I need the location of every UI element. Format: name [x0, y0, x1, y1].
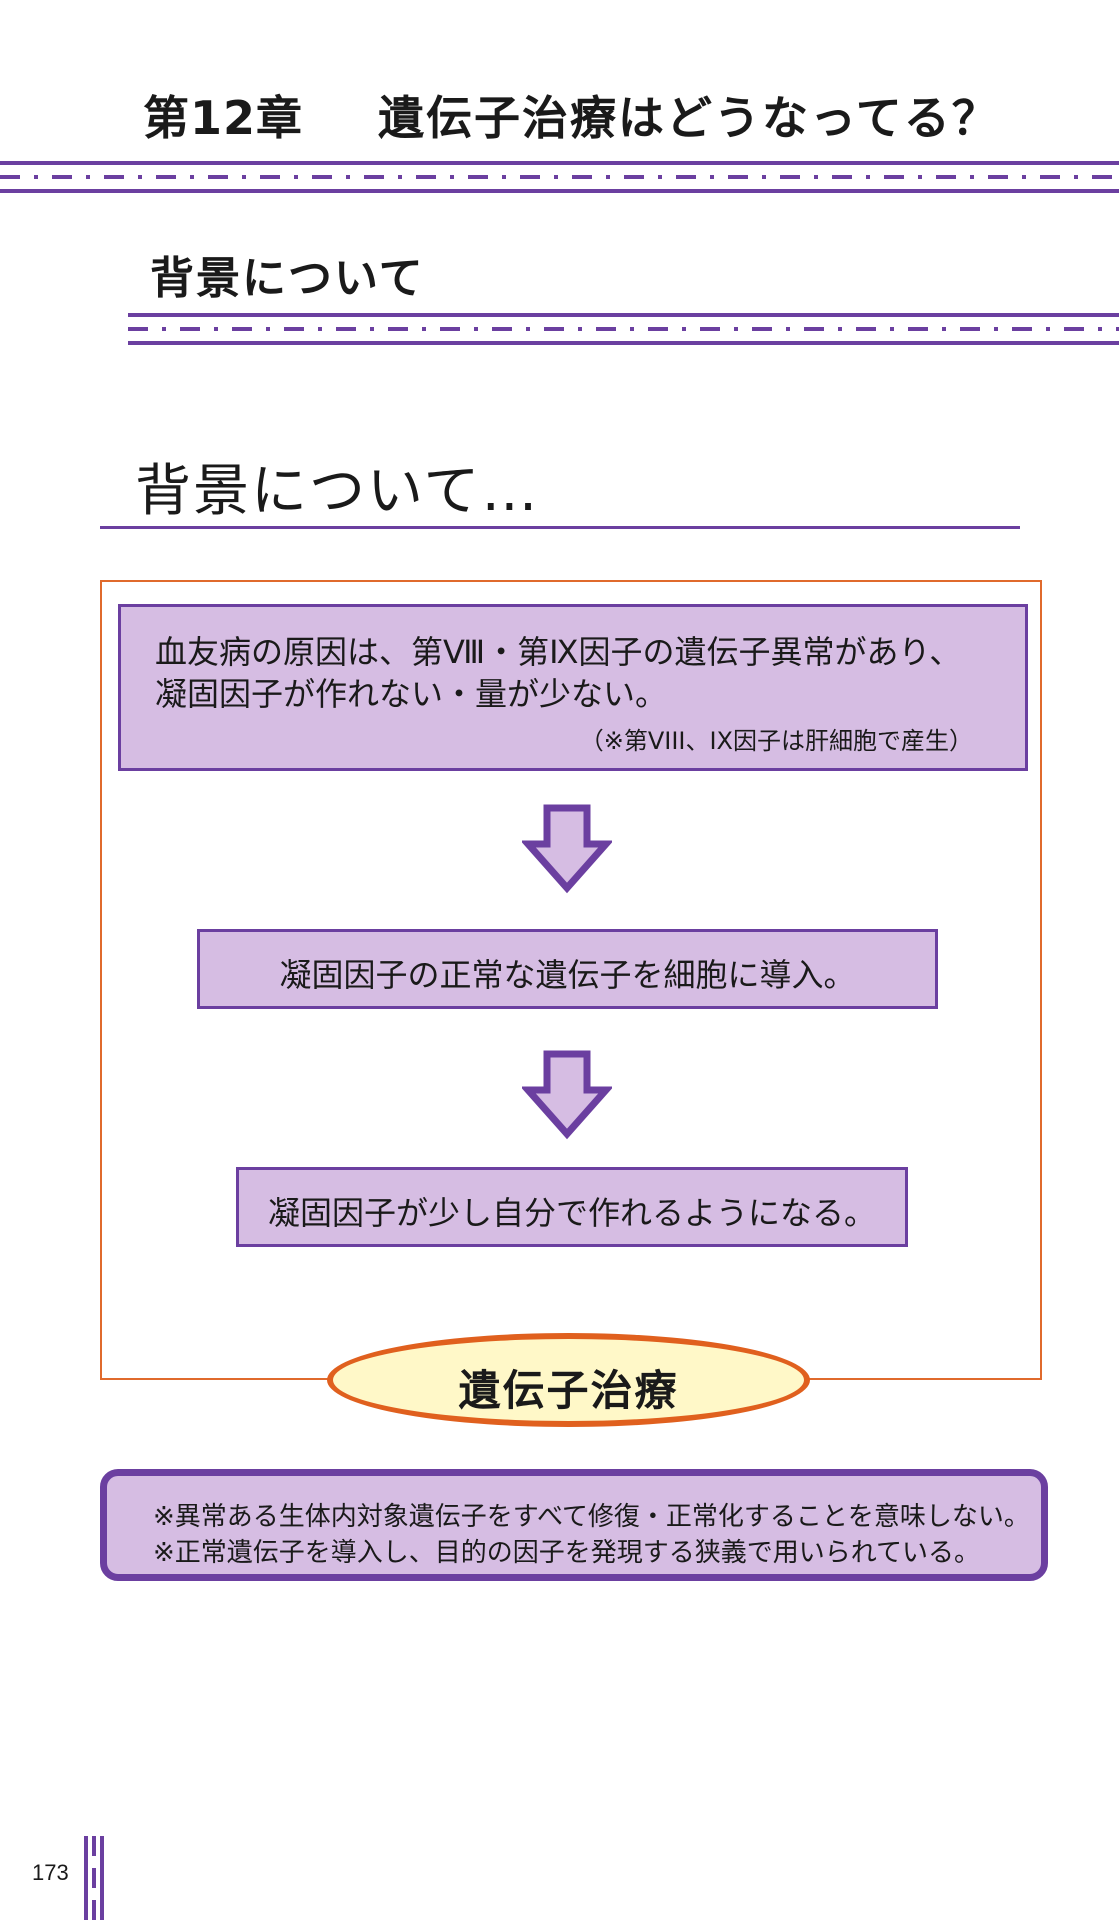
margin-mark-right: [100, 1836, 104, 1920]
slide-title: 背景について…: [135, 459, 540, 524]
down-arrow-icon: [522, 804, 612, 894]
chapter-rule-dashed: [0, 175, 1119, 179]
definition-note-box: ※異常ある生体内対象遺伝子をすべて修復・正常化することを意味しない。 ※正常遺伝…: [100, 1469, 1048, 1581]
chapter-number: 第12章: [143, 91, 304, 145]
section-rule-bottom: [128, 341, 1119, 345]
cause-line-2: 凝固因子が作れない・量が少ない。: [155, 675, 668, 713]
section-title: 背景について: [150, 253, 425, 304]
margin-mark-left: [84, 1836, 88, 1920]
down-arrow-icon: [522, 1050, 612, 1140]
gene-introduction-text: 凝固因子の正常な遺伝子を細胞に導入。: [279, 956, 856, 994]
chapter-rule-top: [0, 161, 1119, 165]
margin-mark-dashed: [92, 1836, 96, 1920]
section-rule-top: [128, 313, 1119, 317]
flow-step-gene-introduction: 凝固因子の正常な遺伝子を細胞に導入。: [197, 929, 938, 1009]
gene-therapy-label-text: 遺伝子治療: [458, 1366, 679, 1415]
cause-line-1: 血友病の原因は、第Ⅷ・第Ⅸ因子の遺伝子異常があり、: [155, 633, 962, 671]
gene-therapy-label: 遺伝子治療: [327, 1333, 810, 1427]
section-rule-dashed: [128, 327, 1119, 331]
slide-title-underline: [100, 526, 1020, 529]
page-number: 173: [32, 1860, 69, 1885]
note-line-1: ※異常ある生体内対象遺伝子をすべて修復・正常化することを意味しない。: [153, 1502, 1030, 1532]
result-text: 凝固因子が少し自分で作れるようになる。: [267, 1194, 876, 1232]
chapter-rule-bottom: [0, 189, 1119, 193]
flow-step-cause: 血友病の原因は、第Ⅷ・第Ⅸ因子の遺伝子異常があり、 凝固因子が作れない・量が少な…: [118, 604, 1028, 771]
note-line-2: ※正常遺伝子を導入し、目的の因子を発現する狭義で用いられている。: [153, 1538, 981, 1568]
cause-note: （※第VIII、IX因子は肝細胞で産生）: [579, 727, 973, 755]
flow-step-result: 凝固因子が少し自分で作れるようになる。: [236, 1167, 908, 1247]
chapter-title: 遺伝子治療はどうなってる？: [378, 91, 1000, 145]
